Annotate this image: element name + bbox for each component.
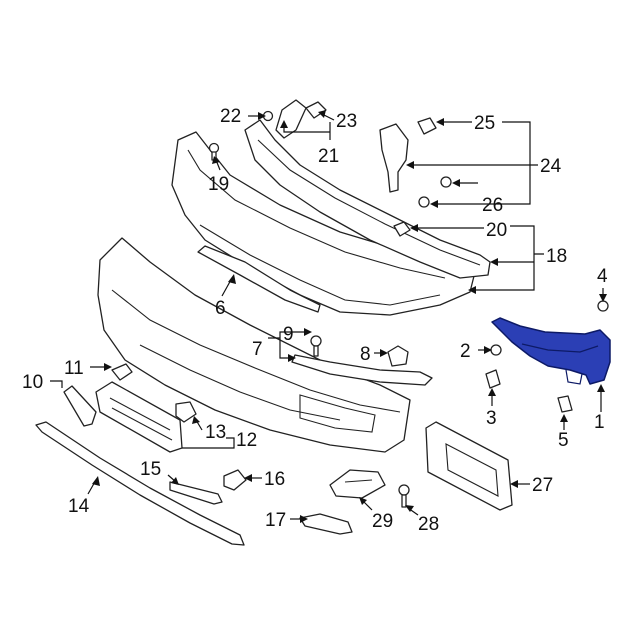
clip-part-25 — [417, 117, 437, 135]
screw-part-26a — [440, 176, 452, 188]
screw-part-26b — [418, 196, 430, 208]
callout-23: 23 — [336, 111, 357, 132]
screw-part-9 — [310, 335, 322, 357]
callout-10: 10 — [22, 372, 43, 393]
callout-19: 19 — [208, 174, 229, 195]
callout-2: 2 — [460, 341, 471, 362]
callout-24: 24 — [540, 156, 562, 177]
highlighted-lamp-bracket-part-1 — [491, 317, 611, 385]
callout-7: 7 — [252, 339, 263, 360]
callout-16: 16 — [264, 469, 285, 490]
callout-20: 20 — [486, 220, 507, 241]
callout-12: 12 — [236, 430, 257, 451]
license-bracket-part-27 — [425, 421, 513, 511]
callout-3: 3 — [486, 408, 497, 429]
lower-grille-part — [95, 381, 183, 453]
callout-14: 14 — [68, 496, 90, 517]
callout-11: 11 — [64, 358, 84, 379]
strip-part-15 — [169, 481, 223, 505]
callout-1: 1 — [594, 412, 605, 433]
callout-26: 26 — [482, 195, 503, 216]
callout-17: 17 — [265, 510, 286, 531]
screw-part-2 — [490, 344, 502, 356]
trim-part-10 — [63, 385, 97, 427]
bumper-cover-part — [97, 237, 411, 453]
callout-labels: 1 2 3 4 5 6 7 8 9 10 11 12 13 14 15 16 1… — [22, 106, 608, 535]
clip-part-5 — [557, 395, 573, 413]
clip-part-20 — [393, 221, 411, 237]
callout-13: 13 — [205, 422, 226, 443]
callout-29: 29 — [372, 511, 393, 532]
clip-part-8 — [387, 345, 409, 367]
callout-9: 9 — [283, 324, 294, 345]
callout-4: 4 — [597, 266, 608, 287]
screw-part-4 — [597, 300, 609, 312]
callout-6: 6 — [215, 298, 226, 319]
bolt-part-28 — [398, 484, 410, 508]
callout-22: 22 — [220, 106, 241, 127]
tow-bracket-part-29 — [329, 469, 386, 499]
bracket-part-24 — [379, 123, 409, 193]
callout-28: 28 — [418, 514, 439, 535]
callout-8: 8 — [360, 344, 371, 365]
clip-part-11 — [111, 363, 133, 381]
callout-25: 25 — [474, 113, 495, 134]
lower-molding-part-14 — [35, 421, 245, 546]
clip-part-3 — [485, 369, 501, 389]
upper-absorber-part — [171, 131, 476, 316]
clip-part-16 — [223, 469, 247, 491]
callout-5: 5 — [558, 430, 569, 451]
leader-lines — [50, 110, 607, 523]
bracket-part-13 — [175, 401, 197, 423]
callout-18: 18 — [546, 246, 567, 267]
callout-27: 27 — [532, 475, 553, 496]
bracket-part-6 — [197, 245, 321, 313]
callout-15: 15 — [140, 459, 161, 480]
center-strip-part — [291, 354, 433, 386]
bracket-part-17 — [299, 513, 353, 535]
callout-21: 21 — [318, 146, 339, 167]
